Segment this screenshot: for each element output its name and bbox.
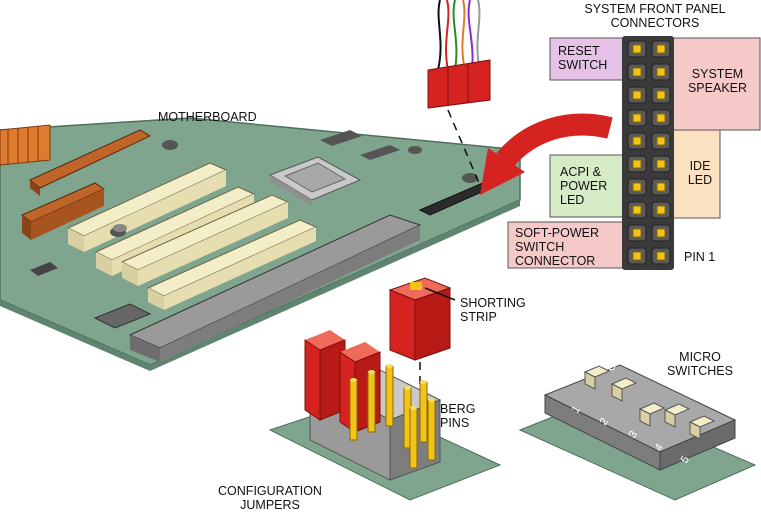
capacitor [110,140,478,237]
gold-pin [656,251,666,261]
gold-pin [632,136,642,146]
gold-pin [632,251,642,261]
dip-switch-toggle-front [611,383,623,402]
gold-pin [656,205,666,215]
berg-pin [409,407,418,469]
gold-pin [656,113,666,123]
dip-switch-toggle-front [664,409,676,428]
gold-pin [632,67,642,77]
dip-switch-toggle-front [584,371,596,390]
gold-pin [632,205,642,215]
gold-pin [656,44,666,54]
arrow [480,113,613,195]
berg-pin [427,399,436,461]
pin-1-label: PIN 1 [684,250,716,264]
motherboard-label: MOTHERBOARD [158,110,257,124]
gold-pin [632,90,642,100]
front-panel-title: SYSTEM FRONT PANEL CONNECTORS [584,2,726,30]
gold-pin [656,228,666,238]
gold-pin [656,182,666,192]
berg-pin-top [350,378,357,382]
dip-switch-toggle-front [689,421,701,440]
soft-power-switch-label: SOFT-POWER SWITCH CONNECTOR [515,226,600,268]
berg-pin [349,379,358,441]
berg-pins [349,364,436,469]
berg-pin [385,365,394,427]
berg-pin-top [420,380,427,384]
berg-pin-top [368,370,375,374]
micro-switches [518,364,757,501]
berg-pin-top [386,364,393,368]
chip [30,130,400,329]
shorting-strip [388,277,456,400]
berg-pin-top [404,386,411,390]
heatsink [0,124,51,166]
dip-switch-number: 5 [679,454,692,466]
gold-pin [656,90,666,100]
acpi-power-led-label: ACPI & POWER LED [560,165,608,207]
micro-switches-label: MICRO SWITCHES [667,350,733,378]
dip-switch-number: 4 [653,442,666,454]
dip-switch-number: 1 [570,404,583,416]
reset-switch-label: RESET SWITCH [558,44,608,72]
pci-slot-3 [120,194,290,286]
berg-pin [419,381,428,443]
gold-pin [632,113,642,123]
ide-led-label: IDE LED [687,159,713,187]
gold-pin [656,159,666,169]
system-speaker-label: SYSTEM SPEAKER [687,67,748,95]
cpu-socket [268,156,362,206]
gold-pin [632,159,642,169]
gold-pin [656,67,666,77]
gold-pin [632,182,642,192]
front-panel-cable [427,0,491,191]
berg-pin-top [410,406,417,410]
brown-slot [21,182,106,240]
dip-switch-number: 3 [627,429,640,441]
berg-pins-label: BERG PINS [440,402,476,430]
configuration-jumpers-label: CONFIGURATION JUMPERS [218,484,322,512]
motherboard [0,117,521,371]
agp-slot [29,129,152,196]
gold-pin [632,228,642,238]
gold-pin [632,44,642,54]
dip-switch-toggle-front [639,408,651,427]
berg-pin [367,371,376,433]
berg-pin-top [428,398,435,402]
gold-pin [656,136,666,146]
ide-connector [128,214,422,362]
dip-switch-number: 2 [598,416,611,428]
front-panel-pins [627,40,671,265]
pci-slot-4 [146,219,318,310]
shorting-strip-label: SHORTING STRIP [460,296,526,324]
